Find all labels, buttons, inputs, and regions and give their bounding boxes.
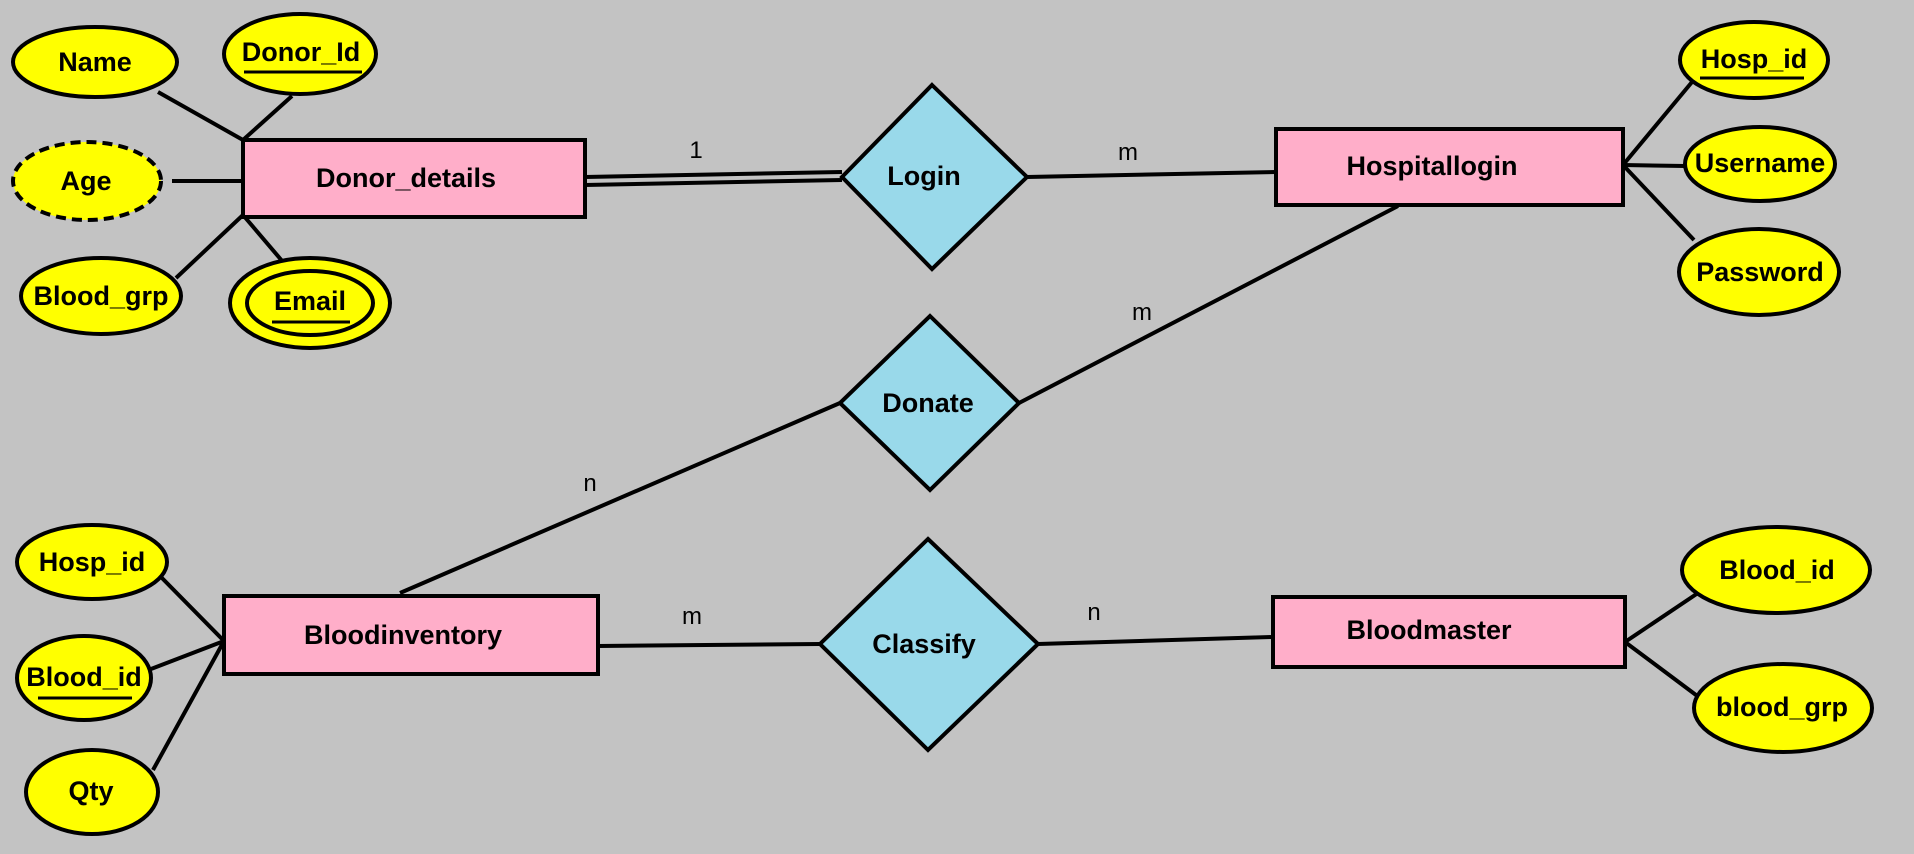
relationship-login[interactable]: Login — [839, 82, 1030, 272]
entities: Donor_details Hospitallogin Bloodinvento… — [222, 127, 1627, 676]
cardinality-donate-hospital: m — [1132, 299, 1152, 326]
entity-bloodmaster[interactable]: Bloodmaster — [1271, 595, 1627, 669]
attribute-donor-id-key[interactable]: Donor_Id — [222, 12, 378, 96]
attribute-hl-password[interactable]: Password — [1677, 227, 1841, 317]
attribute-hl-hosp-id-key[interactable]: Hosp_id — [1678, 20, 1830, 100]
attribute-donor-email-multivalued[interactable]: Email — [228, 256, 392, 350]
attribute-bi-qty-label: Qty — [68, 776, 113, 806]
edge-inventory-classify — [597, 642, 821, 648]
attribute-bm-blood-grp-label: blood_grp — [1716, 692, 1848, 722]
edge-donor-id — [241, 94, 294, 142]
attribute-donor-name-label: Name — [58, 47, 132, 77]
relationship-classify-label: Classify — [872, 629, 976, 659]
entity-donor-details-label: Donor_details — [316, 163, 496, 193]
attribute-donor-blood-grp[interactable]: Blood_grp — [19, 256, 183, 336]
edge-bm-blood-grp — [1623, 640, 1702, 700]
attribute-bm-blood-id-label: Blood_id — [1719, 555, 1835, 585]
entity-donor-details[interactable]: Donor_details — [241, 138, 587, 219]
cardinality-donate-inventory: n — [583, 470, 596, 497]
edge-login-hospital — [1026, 170, 1277, 179]
edge-bi-qty — [151, 640, 226, 771]
attributes: Name Donor_Id Age Blood_grp Email Hosp_i… — [11, 12, 1874, 836]
cardinality-login-donor: 1 — [689, 137, 702, 164]
attribute-bi-qty[interactable]: Qty — [24, 748, 160, 836]
connectors — [150, 80, 1702, 771]
edge-bi-blood-id — [150, 639, 225, 671]
edge-donate-inventory — [399, 401, 841, 595]
attribute-bi-hosp-id[interactable]: Hosp_id — [15, 523, 169, 601]
edge-bm-blood-id — [1623, 591, 1700, 644]
relationship-classify[interactable]: Classify — [817, 536, 1041, 753]
relationship-donate[interactable]: Donate — [837, 313, 1022, 493]
attribute-bm-blood-id[interactable]: Blood_id — [1680, 525, 1872, 615]
edge-hospital-donate — [1018, 204, 1399, 405]
relationship-donate-label: Donate — [882, 388, 974, 418]
edge-donor-name — [157, 90, 244, 142]
attribute-donor-age-label: Age — [60, 166, 111, 196]
attribute-donor-name[interactable]: Name — [11, 25, 179, 99]
edge-donor-login-a — [584, 170, 843, 179]
edge-donor-blood-grp — [174, 213, 245, 280]
attribute-hl-username-label: Username — [1695, 148, 1826, 178]
entity-hospitallogin-label: Hospitallogin — [1347, 151, 1518, 181]
edge-hl-hosp-id — [1621, 80, 1694, 167]
cardinality-classify-master: n — [1087, 599, 1100, 626]
attribute-bm-blood-grp[interactable]: blood_grp — [1692, 662, 1874, 754]
cardinality-login-hospital: m — [1118, 139, 1138, 166]
attribute-donor-email-label: Email — [274, 286, 346, 316]
entity-hospitallogin[interactable]: Hospitallogin — [1274, 127, 1625, 207]
attribute-bi-blood-id-label: Blood_id — [26, 662, 142, 692]
cardinalities: 1 m m n m n — [583, 137, 1152, 630]
attribute-hl-hosp-id-label: Hosp_id — [1701, 44, 1808, 74]
attribute-donor-blood-grp-label: Blood_grp — [34, 281, 169, 311]
relationships: Login Donate Classify — [817, 82, 1041, 753]
entity-bloodmaster-label: Bloodmaster — [1346, 615, 1512, 645]
cardinality-classify-inventory: m — [682, 603, 702, 630]
edge-donor-login-b — [584, 178, 843, 187]
attribute-hl-password-label: Password — [1696, 257, 1824, 287]
attribute-bi-hosp-id-label: Hosp_id — [39, 547, 146, 577]
relationship-login-label: Login — [887, 161, 960, 191]
attribute-hl-username[interactable]: Username — [1683, 125, 1837, 203]
attribute-bi-blood-id-key[interactable]: Blood_id — [15, 634, 153, 722]
edge-hl-password — [1621, 163, 1696, 242]
entity-bloodinventory-label: Bloodinventory — [304, 620, 502, 650]
entity-bloodinventory[interactable]: Bloodinventory — [222, 594, 600, 676]
edge-bi-hosp-id — [158, 574, 226, 643]
edge-donor-email — [241, 213, 285, 264]
edge-hl-username — [1622, 163, 1686, 168]
attribute-donor-id-label: Donor_Id — [242, 37, 361, 67]
attribute-donor-age-derived[interactable]: Age — [11, 140, 163, 222]
edge-classify-master — [1037, 635, 1274, 646]
